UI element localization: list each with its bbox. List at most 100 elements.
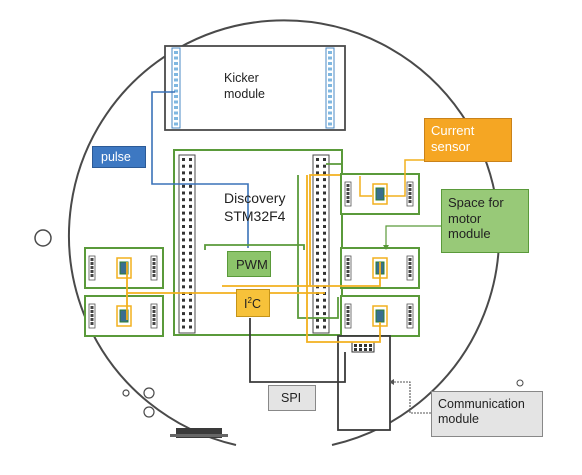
header-pin xyxy=(174,62,178,65)
header-pin xyxy=(189,158,192,161)
header-pin xyxy=(189,238,192,242)
pin xyxy=(369,344,372,347)
discovery-header-right xyxy=(312,154,330,334)
sensor-chip xyxy=(375,309,385,323)
header-pin xyxy=(323,238,326,242)
pin xyxy=(408,314,412,317)
pin xyxy=(90,322,94,325)
pin xyxy=(152,274,156,277)
header-pin xyxy=(174,78,178,82)
header-pin xyxy=(316,158,319,161)
header-pin xyxy=(189,271,192,275)
pin xyxy=(408,196,412,199)
header-pin xyxy=(316,211,319,215)
pin xyxy=(90,306,94,309)
header-pin xyxy=(182,318,185,322)
header-pin xyxy=(182,258,185,262)
pin xyxy=(346,266,350,269)
header-pin xyxy=(189,231,192,235)
comm-header-pins xyxy=(354,344,372,351)
header-pin xyxy=(316,298,319,302)
header-pin xyxy=(189,178,192,182)
header-pin xyxy=(182,245,185,249)
pin xyxy=(346,318,350,321)
pin xyxy=(369,348,372,351)
header-strip xyxy=(178,154,196,334)
header-pin xyxy=(316,271,319,275)
header-pin xyxy=(182,198,185,202)
header-pin xyxy=(182,285,185,289)
pin xyxy=(152,306,156,309)
header-pin xyxy=(323,271,326,275)
header-pin xyxy=(182,164,185,168)
arrow-head xyxy=(383,245,389,250)
header-pin xyxy=(316,325,319,329)
header-pin xyxy=(189,305,192,309)
header-pin xyxy=(323,251,326,255)
pin xyxy=(364,344,367,347)
header-pin xyxy=(323,158,326,161)
header-pin xyxy=(182,251,185,255)
header-pin xyxy=(182,325,185,329)
header-pin xyxy=(182,158,185,161)
header-pin xyxy=(182,225,185,228)
header-pin xyxy=(323,312,326,316)
pin xyxy=(354,344,357,347)
header-pin xyxy=(174,95,178,98)
header-pin xyxy=(328,56,332,60)
header-pin xyxy=(323,178,326,182)
header-pin xyxy=(182,265,185,269)
header-pin xyxy=(189,251,192,255)
pin xyxy=(408,200,412,203)
header-pin xyxy=(316,265,319,269)
i2c-superscript: 2 xyxy=(247,296,252,305)
header-pin xyxy=(189,184,192,188)
header-pin xyxy=(316,312,319,316)
header-pin xyxy=(189,278,192,282)
discovery-board-label: Discovery STM32F4 xyxy=(224,190,286,224)
header-pin xyxy=(328,111,332,115)
header-pin xyxy=(189,211,192,215)
header-pin xyxy=(328,84,332,87)
motor-indicator-wire xyxy=(385,225,441,248)
header-pin xyxy=(328,67,332,71)
header-pin xyxy=(182,278,185,282)
header-pin xyxy=(182,305,185,309)
header-pin xyxy=(328,122,332,126)
pin xyxy=(359,348,362,351)
header-pin xyxy=(174,67,178,71)
pin xyxy=(346,188,350,191)
current-sensor-wire xyxy=(384,159,424,197)
mounting-hole xyxy=(143,387,155,399)
pin xyxy=(346,310,350,313)
header-pin xyxy=(189,265,192,269)
header-pin xyxy=(316,278,319,282)
pin xyxy=(346,200,350,203)
header-pin xyxy=(189,258,192,262)
header-pin xyxy=(323,318,326,322)
mounting-hole xyxy=(122,389,130,397)
header-pin xyxy=(189,218,192,222)
pin xyxy=(152,314,156,317)
header-pin xyxy=(182,171,185,175)
header-pin xyxy=(323,184,326,188)
pin xyxy=(354,348,357,351)
header-pin xyxy=(174,84,178,87)
header-pin xyxy=(189,285,192,289)
header-pin xyxy=(316,184,319,188)
sensor-chip xyxy=(119,261,129,275)
spi-tag: SPI xyxy=(268,385,316,411)
pin xyxy=(90,310,94,313)
pin xyxy=(152,310,156,313)
header-pin xyxy=(174,117,178,120)
header-pin xyxy=(174,89,178,93)
header-pin xyxy=(182,218,185,222)
pin xyxy=(408,322,412,325)
i2c-bus-wire xyxy=(310,262,381,287)
pin xyxy=(408,274,412,277)
header-pin xyxy=(189,171,192,175)
pin xyxy=(408,184,412,187)
header-pin xyxy=(174,122,178,126)
